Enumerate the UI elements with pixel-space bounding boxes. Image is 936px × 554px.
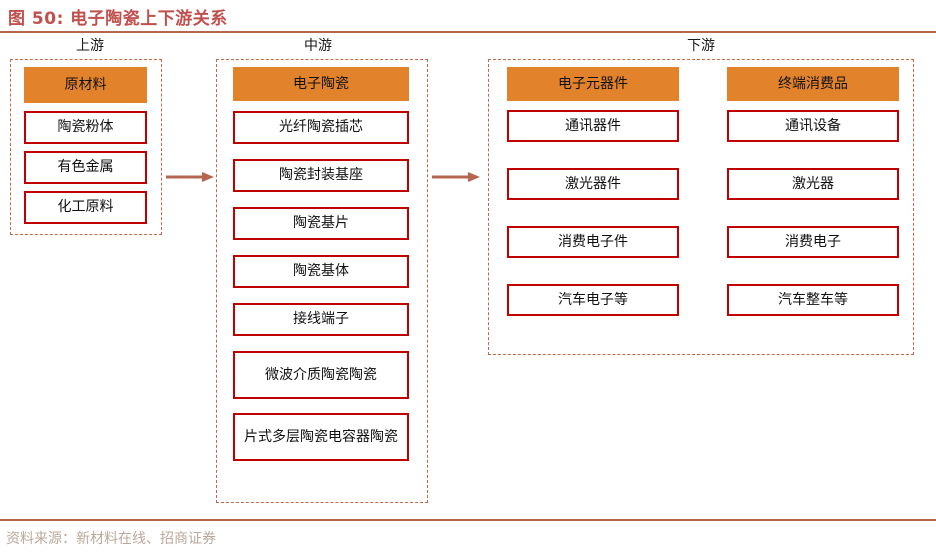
group-upstream: [10, 59, 162, 235]
node-laser-component[interactable]: 激光器件: [507, 168, 679, 200]
footer-divider: [0, 519, 936, 521]
arrow-midstream-to-downstream: [432, 172, 480, 182]
node-microwave-dielectric-ceramic[interactable]: 微波介质陶瓷陶瓷: [233, 351, 409, 399]
section-caption-upstream: 上游: [76, 38, 104, 54]
group-downstream: [488, 59, 914, 355]
node-chemical-material[interactable]: 化工原料: [24, 191, 147, 224]
source-note: 资料来源：新材料在线、招商证券: [6, 531, 216, 547]
node-consumer-electronics-component[interactable]: 消费电子件: [507, 226, 679, 258]
header-raw-materials: 原材料: [24, 67, 147, 103]
title-divider: [0, 31, 936, 33]
column-raw-materials: 原材料 陶瓷粉体 有色金属 化工原料: [24, 67, 147, 224]
node-nonferrous-metal[interactable]: 有色金属: [24, 151, 147, 184]
group-midstream: [216, 59, 428, 503]
node-mlcc-ceramic[interactable]: 片式多层陶瓷电容器陶瓷: [233, 413, 409, 461]
header-end-consumer-products: 终端消费品: [727, 67, 899, 101]
arrow-upstream-to-midstream: [166, 172, 214, 182]
node-communication-component[interactable]: 通讯器件: [507, 110, 679, 142]
node-laser[interactable]: 激光器: [727, 168, 899, 200]
node-ceramic-matrix[interactable]: 陶瓷基体: [233, 255, 409, 288]
node-ceramic-substrate-sheet[interactable]: 陶瓷基片: [233, 207, 409, 240]
section-caption-midstream: 中游: [304, 38, 332, 54]
header-electronic-components: 电子元器件: [507, 67, 679, 101]
node-automotive-vehicle[interactable]: 汽车整车等: [727, 284, 899, 316]
node-communication-equipment[interactable]: 通讯设备: [727, 110, 899, 142]
column-electronic-ceramics: 电子陶瓷 光纤陶瓷插芯 陶瓷封装基座 陶瓷基片 陶瓷基体 接线端子 微波介质陶瓷…: [233, 67, 409, 461]
column-end-consumer-products: 终端消费品 通讯设备 激光器 消费电子 汽车整车等: [727, 67, 899, 316]
header-electronic-ceramics: 电子陶瓷: [233, 67, 409, 101]
node-wiring-terminal[interactable]: 接线端子: [233, 303, 409, 336]
page-title: 图 50: 电子陶瓷上下游关系: [8, 9, 228, 29]
node-consumer-electronics[interactable]: 消费电子: [727, 226, 899, 258]
node-optical-fiber-ferrule[interactable]: 光纤陶瓷插芯: [233, 111, 409, 144]
node-ceramic-powder[interactable]: 陶瓷粉体: [24, 111, 147, 144]
diagram-canvas: 上游 中游 下游 原材料 陶瓷粉体 有色金属 化工原料 电子陶瓷 光纤陶瓷插芯 …: [0, 33, 936, 513]
column-electronic-components: 电子元器件 通讯器件 激光器件 消费电子件 汽车电子等: [507, 67, 679, 316]
node-automotive-electronics[interactable]: 汽车电子等: [507, 284, 679, 316]
node-ceramic-package-base[interactable]: 陶瓷封装基座: [233, 159, 409, 192]
section-caption-downstream: 下游: [687, 38, 715, 54]
